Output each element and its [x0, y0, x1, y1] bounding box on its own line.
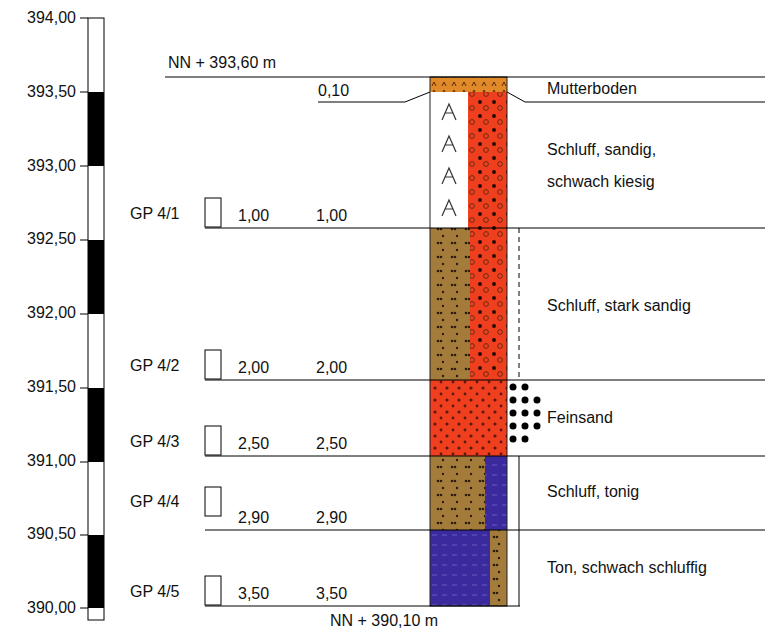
depth-value: 1,00	[316, 206, 347, 226]
sample-label: GP 4/1	[130, 204, 180, 224]
sample-label: GP 4/2	[130, 356, 180, 376]
scale-value: 393,00	[27, 156, 76, 176]
scale-value: 390,50	[27, 524, 76, 544]
depth-value: 2,50	[238, 434, 269, 454]
layer-description: Mutterboden	[547, 79, 637, 99]
depth-value: 2,90	[316, 508, 347, 528]
depth-value: 2,00	[316, 358, 347, 378]
layer-description: Schluff, sandig, schwach kiesig	[547, 134, 697, 198]
depth-value: 2,50	[316, 434, 347, 454]
elevation-label: NN + 390,10 m	[330, 611, 438, 631]
scale-value: 391,00	[27, 451, 76, 471]
layer-description: Ton, schwach schluffig	[547, 558, 707, 578]
layer-description: Schluff, stark sandig	[547, 296, 691, 316]
layer-description: Feinsand	[547, 408, 613, 428]
depth-value: 1,00	[238, 206, 269, 226]
scale-value: 394,00	[27, 8, 76, 28]
scale-value: 392,50	[27, 229, 76, 249]
depth-value: 2,00	[238, 358, 269, 378]
scale-value: 390,00	[27, 598, 76, 618]
depth-value: 3,50	[316, 584, 347, 604]
sample-label: GP 4/3	[130, 432, 180, 452]
scale-value: 393,50	[27, 82, 76, 102]
depth-value: 2,90	[238, 508, 269, 528]
scale-value: 391,50	[27, 377, 76, 397]
layer-description: Schluff, tonig	[547, 482, 639, 502]
elevation-label: NN + 393,60 m	[168, 53, 276, 73]
depth-value: 0,10	[318, 81, 349, 101]
sample-label: GP 4/4	[130, 492, 180, 512]
depth-value: 3,50	[238, 584, 269, 604]
scale-value: 392,00	[27, 303, 76, 323]
sample-label: GP 4/5	[130, 582, 180, 602]
